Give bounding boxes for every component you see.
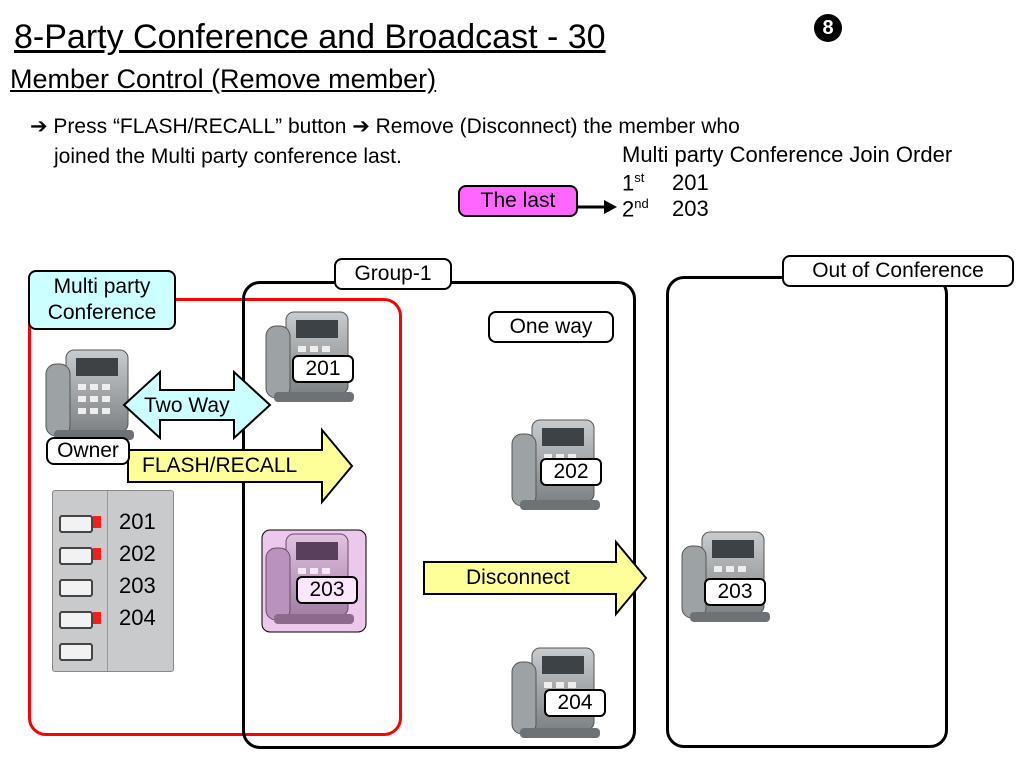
phone-203-out-label: 203 <box>704 578 766 606</box>
key-panel: 201 202 203 204 <box>52 490 174 672</box>
join-order-ext: 203 <box>672 196 709 221</box>
two-way-arrow <box>122 369 272 441</box>
instruction-line-2: joined the Multi party conference last. <box>54 145 402 168</box>
join-order-ext: 201 <box>672 170 709 195</box>
flash-recall-label: FLASH/RECALL <box>142 454 298 477</box>
step-number-badge: 8 <box>814 14 842 42</box>
phone-204-label: 204 <box>544 689 606 717</box>
disconnect-label: Disconnect <box>466 566 570 589</box>
key-button[interactable] <box>59 579 93 597</box>
join-order-ord: 1 <box>622 170 635 196</box>
key-button[interactable] <box>59 547 93 565</box>
owner-phone-icon <box>45 349 135 441</box>
multi-party-line-1: Multi party <box>53 275 151 298</box>
key-led <box>93 548 101 560</box>
conference-region <box>28 298 402 736</box>
join-order-suffix: st <box>634 170 645 185</box>
phone-203-label: 203 <box>296 576 358 604</box>
instruction-line-1: ➔ Press “FLASH/RECALL” button ➔ Remove (… <box>30 115 740 138</box>
page-subtitle: Member Control (Remove member) <box>10 64 437 94</box>
one-way-label: One way <box>488 311 614 343</box>
the-last-arrow-head <box>604 200 617 214</box>
join-order-heading: Multi party Conference Join Order <box>622 142 953 167</box>
two-way-label: Two Way <box>144 394 230 417</box>
key-label: 203 <box>119 573 156 598</box>
key-led <box>93 516 101 528</box>
group-1-label: Group-1 <box>334 258 452 290</box>
key-button[interactable] <box>59 611 93 629</box>
key-button[interactable] <box>59 515 93 533</box>
owner-label: Owner <box>46 437 130 465</box>
multi-party-line-2: Conference <box>47 301 157 324</box>
key-label: 204 <box>119 605 156 630</box>
multi-party-conference-label: Multi party Conference <box>28 270 176 330</box>
join-order-row-2: 2nd 203 <box>622 196 709 222</box>
key-label: 201 <box>119 509 156 534</box>
join-order-suffix: nd <box>634 196 649 211</box>
join-order-row-1: 1st 201 <box>622 170 709 196</box>
join-order-ord: 2 <box>622 196 635 222</box>
key-button[interactable] <box>59 643 93 661</box>
disconnect-arrow <box>423 539 648 617</box>
key-label: 202 <box>119 541 156 566</box>
key-led <box>93 612 101 624</box>
key-divider <box>107 491 108 671</box>
phone-202-label: 202 <box>540 458 602 486</box>
phone-201-label: 201 <box>292 355 354 383</box>
page-title: 8-Party Conference and Broadcast - 30 <box>14 18 606 56</box>
phone-203-out-icon <box>681 531 771 623</box>
the-last-label: The last <box>458 185 578 217</box>
flash-recall-arrow <box>127 427 354 505</box>
out-of-conference-label: Out of Conference <box>782 255 1014 287</box>
